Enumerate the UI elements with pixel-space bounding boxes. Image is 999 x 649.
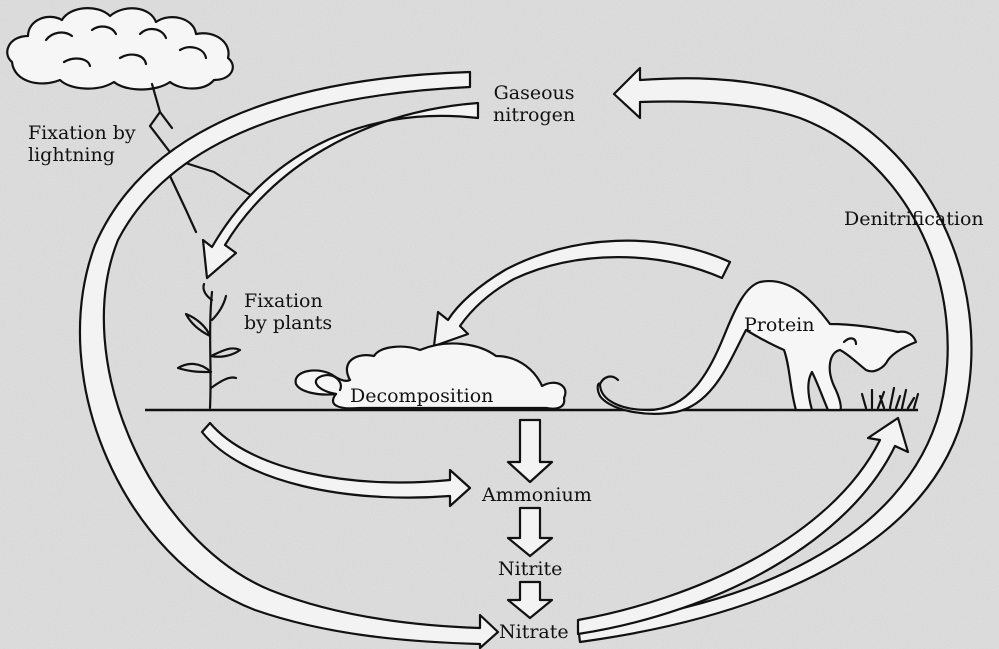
- gaseous-nitrogen-label: Gaseous nitrogen: [493, 82, 575, 126]
- fixation-by-plants-label: Fixation by plants: [244, 290, 332, 334]
- fixation-by-lightning-label: Fixation by lightning: [28, 122, 136, 166]
- nitrate-label: Nitrate: [499, 621, 569, 643]
- ammonium-label: Ammonium: [482, 484, 592, 506]
- nitrite-label: Nitrite: [498, 558, 562, 580]
- denitrification-label: Denitrification: [844, 208, 984, 230]
- protein-label: Protein: [744, 314, 815, 336]
- decomposition-label: Decomposition: [350, 385, 493, 407]
